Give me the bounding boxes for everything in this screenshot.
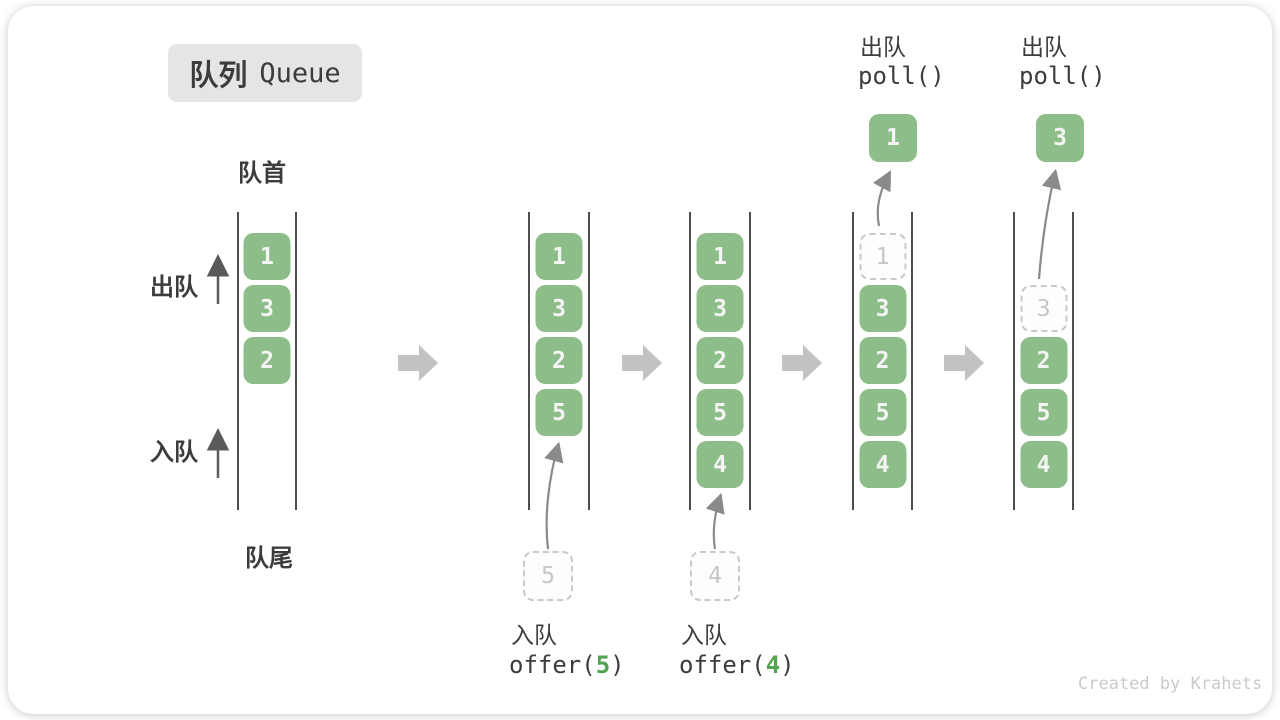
queue-column-5: 3 2 5 4 [1013, 212, 1074, 510]
queue-wall-left [237, 212, 239, 510]
offer-4-label-zh: 入队 [681, 622, 727, 648]
offer-5-code: offer(5) [509, 651, 625, 679]
queue-element: 5 [696, 389, 744, 436]
enqueue-side-label: 入队 [150, 439, 198, 466]
removed-element: 3 [1020, 285, 1067, 332]
queue-element: 1 [535, 233, 583, 280]
removed-element: 1 [859, 233, 906, 280]
queue-element: 5 [1020, 389, 1067, 436]
pending-element-5: 5 [523, 551, 573, 601]
title-box: 队列 Queue [168, 44, 362, 102]
queue-element: 2 [696, 337, 744, 384]
queue-element: 2 [243, 337, 291, 384]
polled-element-3: 3 [1036, 114, 1084, 162]
poll-1-label-zh: 出队 [860, 34, 906, 60]
queue-element: 3 [696, 285, 744, 332]
poll-3-label-zh: 出队 [1021, 34, 1067, 60]
queue-column-3: 1 3 2 5 4 [689, 212, 751, 510]
queue-wall-right [749, 212, 751, 510]
queue-element: 3 [859, 285, 906, 332]
offer-code-suffix: ) [610, 651, 625, 679]
poll-3-code: poll() [1019, 62, 1106, 90]
queue-wall-right [911, 212, 913, 510]
polled-element-1: 1 [869, 114, 917, 162]
queue-wall-right [588, 212, 590, 510]
queue-element: 2 [859, 337, 906, 384]
diagram-card [8, 6, 1272, 714]
watermark: Created by Krahets [1078, 674, 1263, 694]
queue-wall-left [1013, 212, 1015, 510]
queue-element: 3 [535, 285, 583, 332]
poll-1-code: poll() [858, 62, 945, 90]
queue-column-1: 1 3 2 [237, 212, 297, 510]
offer-code-arg: 5 [595, 651, 611, 679]
queue-element: 5 [859, 389, 906, 436]
offer-5-label-zh: 入队 [511, 622, 557, 648]
queue-wall-left [689, 212, 691, 510]
queue-element: 3 [243, 285, 291, 332]
offer-code-arg: 4 [765, 651, 781, 679]
queue-wall-right [1072, 212, 1074, 510]
offer-code-suffix: ) [780, 651, 795, 679]
offer-code-prefix: offer( [679, 651, 766, 679]
queue-wall-left [852, 212, 854, 510]
queue-column-2: 1 3 2 5 [528, 212, 590, 510]
queue-element: 4 [1020, 441, 1067, 488]
title-zh: 队列 [189, 60, 248, 92]
dequeue-side-label: 出队 [150, 274, 198, 301]
queue-wall-right [295, 212, 297, 510]
title-en: Queue [259, 57, 341, 89]
queue-column-4: 1 3 2 5 4 [852, 212, 913, 510]
queue-wall-left [528, 212, 530, 510]
queue-element: 2 [535, 337, 583, 384]
queue-element: 1 [243, 233, 291, 280]
queue-element: 4 [859, 441, 906, 488]
queue-element: 4 [696, 441, 744, 488]
offer-4-code: offer(4) [679, 651, 795, 679]
queue-rear-label: 队尾 [245, 545, 293, 572]
offer-code-prefix: offer( [509, 651, 596, 679]
queue-element: 5 [535, 389, 583, 436]
queue-element: 1 [696, 233, 744, 280]
queue-element: 2 [1020, 337, 1067, 384]
pending-element-4: 4 [690, 551, 740, 601]
queue-front-label: 队首 [238, 160, 286, 187]
